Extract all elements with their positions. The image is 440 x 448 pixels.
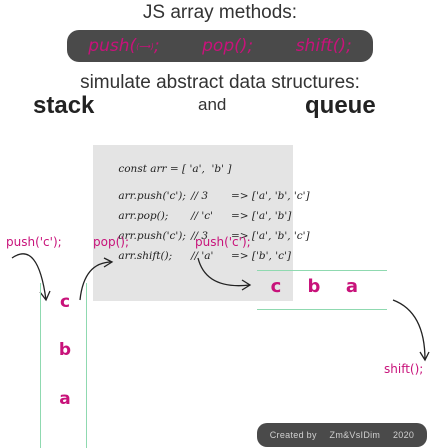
method-pop: pop(); xyxy=(202,36,254,56)
stack-column xyxy=(40,283,87,448)
stack-push-label: push('c'); xyxy=(6,235,62,249)
credit-created-by: Created by xyxy=(269,430,317,440)
queue-push-arrow xyxy=(197,257,251,287)
stack-pop-arrowhead xyxy=(103,257,114,268)
queue-heading: queue xyxy=(305,92,376,119)
credit-author: Zm&VsIDim xyxy=(329,430,381,440)
queue-push-arrowhead xyxy=(241,279,252,291)
push-arg: (⟶) xyxy=(136,42,154,51)
method-shift: shift(); xyxy=(295,36,352,56)
stack-heading: stack xyxy=(33,92,95,119)
queue-cell-front: a xyxy=(345,276,359,297)
code-line-5: arr.shift();// 'a'=> ['b', 'c'] xyxy=(118,250,291,262)
stack-push-arrow xyxy=(11,253,47,301)
methods-banner: push((⟶); pop(); shift(); xyxy=(67,30,373,62)
code-line-1: const arr = [ 'a', 'b' ] xyxy=(118,163,232,175)
code-line-3: arr.pop();// 'c'=> ['a', 'b'] xyxy=(118,210,292,222)
page-heading: JS array methods: xyxy=(142,2,298,23)
stack-cell-middle: b xyxy=(58,340,72,360)
credit-badge: Created by Zm&VsIDim 2020 xyxy=(257,423,427,447)
stack-pop-arrow xyxy=(79,261,113,301)
method-push: push((⟶); xyxy=(88,36,160,56)
stack-cell-top: c xyxy=(59,292,71,312)
queue-shift-arrow xyxy=(392,299,426,361)
queue-shift-arrowhead xyxy=(419,351,430,362)
code-line-2: arr.push('c');// 3=> ['a', 'b', 'c'] xyxy=(118,190,310,202)
and-word: and xyxy=(198,95,227,114)
code-line-4: arr.push('c');// 3=> ['a', 'b', 'c'] xyxy=(118,230,310,242)
queue-cell-middle: b xyxy=(307,276,321,297)
subtitle: simulate abstract data structures: xyxy=(80,72,360,93)
code-example-box: const arr = [ 'a', 'b' ] arr.push('c');/… xyxy=(93,145,310,301)
queue-row xyxy=(257,270,387,310)
queue-push-label: push('c'); xyxy=(195,235,251,249)
queue-cell-back: c xyxy=(270,276,282,297)
credit-year: 2020 xyxy=(392,430,415,440)
queue-shift-label: shift(); xyxy=(384,362,424,376)
stack-pop-label: pop(); xyxy=(93,235,129,249)
stack-push-arrowhead xyxy=(39,290,51,302)
stack-cell-bottom: a xyxy=(59,389,71,409)
